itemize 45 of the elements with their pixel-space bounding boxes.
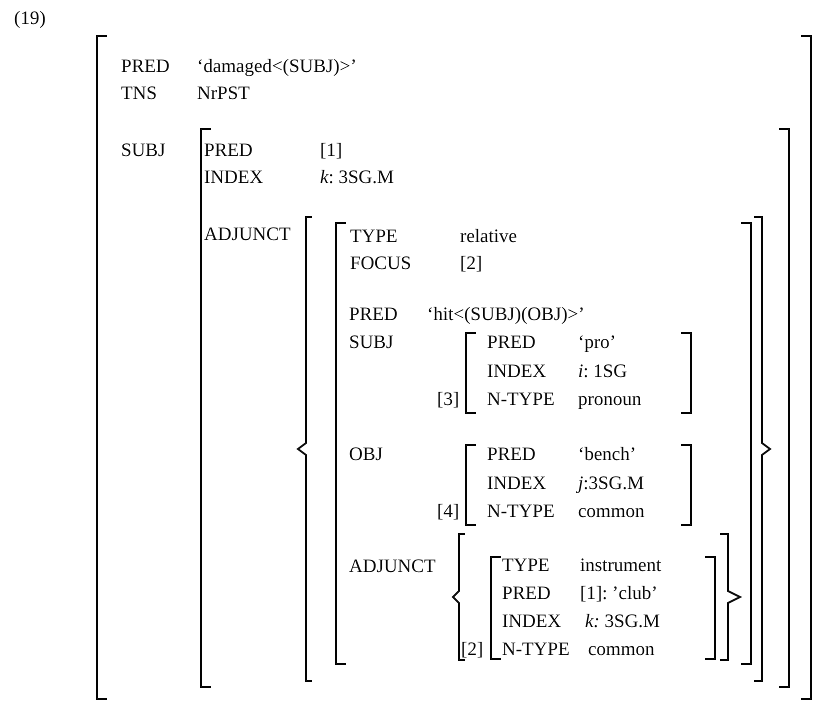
attribute-value: k: 3SG.M bbox=[320, 167, 394, 189]
attribute-value: j:3SG.M bbox=[578, 473, 644, 495]
attribute-value: pronoun bbox=[578, 389, 642, 411]
attribute-value: NrPST bbox=[197, 83, 250, 105]
attribute-value: ‘damaged<(SUBJ)>’ bbox=[197, 56, 357, 78]
attribute-value: common bbox=[578, 501, 644, 523]
attribute-name: PRED bbox=[204, 140, 253, 162]
attribute-value: ‘bench’ bbox=[578, 444, 636, 466]
attribute-name: N-TYPE bbox=[487, 501, 555, 523]
attribute-name: SUBJ bbox=[121, 140, 166, 162]
attribute-name: TYPE bbox=[502, 555, 550, 577]
attribute-value: common bbox=[588, 639, 654, 661]
attribute-name: INDEX bbox=[502, 611, 562, 633]
attribute-name: PRED bbox=[487, 332, 536, 354]
attribute-name: PRED bbox=[502, 583, 551, 605]
attribute-value: relative bbox=[460, 226, 517, 248]
attribute-value: [1]: ’club’ bbox=[580, 583, 658, 605]
attribute-name: SUBJ bbox=[349, 332, 394, 354]
attribute-name: ADJUNCT bbox=[204, 224, 291, 246]
attribute-name: TYPE bbox=[350, 226, 398, 248]
attribute-name: N-TYPE bbox=[502, 639, 570, 661]
attribute-name: PRED bbox=[487, 444, 536, 466]
index-tag: [4] bbox=[437, 501, 460, 523]
attribute-value: ‘pro’ bbox=[578, 332, 616, 354]
attribute-name: OBJ bbox=[349, 444, 383, 466]
attribute-value: [2] bbox=[460, 253, 482, 275]
attribute-value: i: 1SG bbox=[578, 361, 628, 383]
attribute-name: INDEX bbox=[487, 361, 546, 383]
attribute-name: INDEX bbox=[204, 167, 264, 189]
attribute-value: k: 3SG.M bbox=[585, 611, 660, 633]
example-number: (19) bbox=[14, 8, 46, 30]
set-brace bbox=[453, 533, 740, 661]
attribute-value: instrument bbox=[580, 555, 662, 577]
attribute-name: TNS bbox=[121, 83, 157, 105]
attribute-name: INDEX bbox=[487, 473, 546, 495]
attribute-value: ‘hit<(SUBJ)(OBJ)>’ bbox=[427, 304, 585, 326]
set-brace bbox=[298, 216, 770, 682]
attribute-value: [1] bbox=[320, 140, 342, 162]
attribute-name: ADJUNCT bbox=[349, 556, 436, 578]
attribute-name: PRED bbox=[349, 304, 398, 326]
index-tag: [2] bbox=[461, 639, 484, 661]
index-tag: [3] bbox=[437, 389, 460, 411]
attribute-name: FOCUS bbox=[350, 253, 412, 275]
attribute-name: N-TYPE bbox=[487, 389, 555, 411]
attribute-name: PRED bbox=[121, 56, 170, 78]
